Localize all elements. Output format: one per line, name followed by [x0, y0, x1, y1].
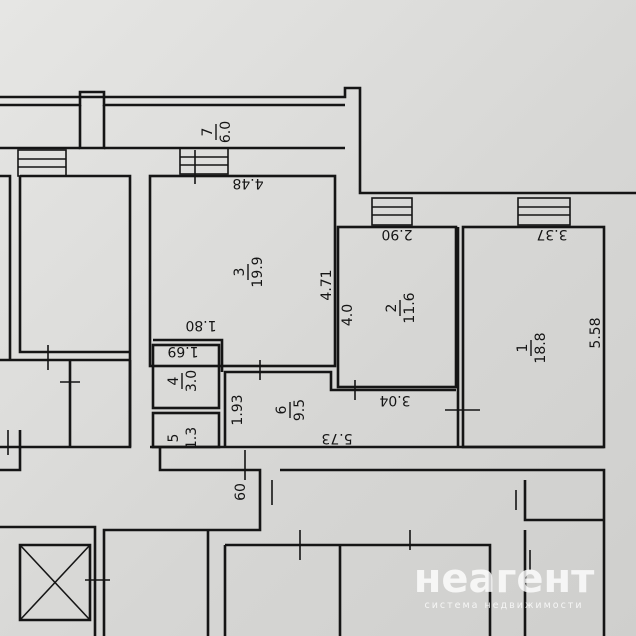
room-1-label: 1 18.8 — [515, 332, 549, 363]
dimension: 1.80 — [185, 317, 216, 333]
room-2 — [336, 225, 458, 389]
dimension: 3.04 — [379, 392, 410, 408]
dimension-labels: 4.48 4.71 2.90 3.37 5.58 4.0 1.80 1.69 1… — [167, 175, 604, 501]
dimension: 1.93 — [230, 394, 246, 425]
room-2-label: 2 11.6 — [384, 292, 418, 323]
dimension: 4.0 — [340, 304, 356, 326]
room-area: 1.3 — [184, 427, 200, 449]
room-6-label: 6 9.5 — [274, 399, 308, 421]
dimension: 60 — [233, 483, 249, 501]
window — [179, 147, 229, 175]
room-area: 9.5 — [292, 399, 308, 421]
room-number: 4 — [166, 376, 182, 385]
room-number: 7 — [200, 128, 216, 137]
dimension: 2.90 — [381, 226, 412, 242]
room-3 — [148, 174, 337, 368]
room-area: 3.0 — [184, 370, 200, 392]
watermark-tagline: система недвижимости — [424, 600, 583, 611]
dimension: 4.71 — [319, 269, 335, 300]
dimension: 5.73 — [321, 430, 352, 446]
room-labels: 3 19.9 2 11.6 1 18.8 4 3.0 5 1.3 6 9.5 — [166, 121, 549, 449]
room-area: 19.9 — [250, 256, 266, 287]
room-area: 6.0 — [218, 121, 234, 143]
room-7-label: 7 6.0 — [200, 121, 234, 143]
dimension: 5.58 — [588, 317, 604, 348]
watermark: неагент система недвижимости — [414, 556, 595, 611]
room-area: 18.8 — [533, 332, 549, 363]
window — [371, 197, 413, 226]
window — [517, 197, 571, 226]
room-4-label: 4 3.0 — [166, 370, 200, 392]
window — [17, 149, 67, 177]
room-number: 6 — [274, 405, 290, 414]
walls — [0, 86, 636, 636]
room-number: 5 — [166, 434, 182, 443]
room-area: 11.6 — [402, 292, 418, 323]
dimension: 4.48 — [232, 175, 263, 191]
room-number: 3 — [232, 268, 248, 277]
room-6 — [223, 370, 456, 447]
room-number: 1 — [515, 344, 531, 353]
room-number: 2 — [384, 304, 400, 313]
dimension: 1.69 — [167, 343, 198, 359]
room-3-label: 3 19.9 — [232, 256, 266, 287]
watermark-brand: неагент — [414, 556, 595, 602]
dimension: 3.37 — [536, 226, 567, 242]
room-5-label: 5 1.3 — [166, 427, 200, 449]
room-4 — [151, 343, 221, 410]
